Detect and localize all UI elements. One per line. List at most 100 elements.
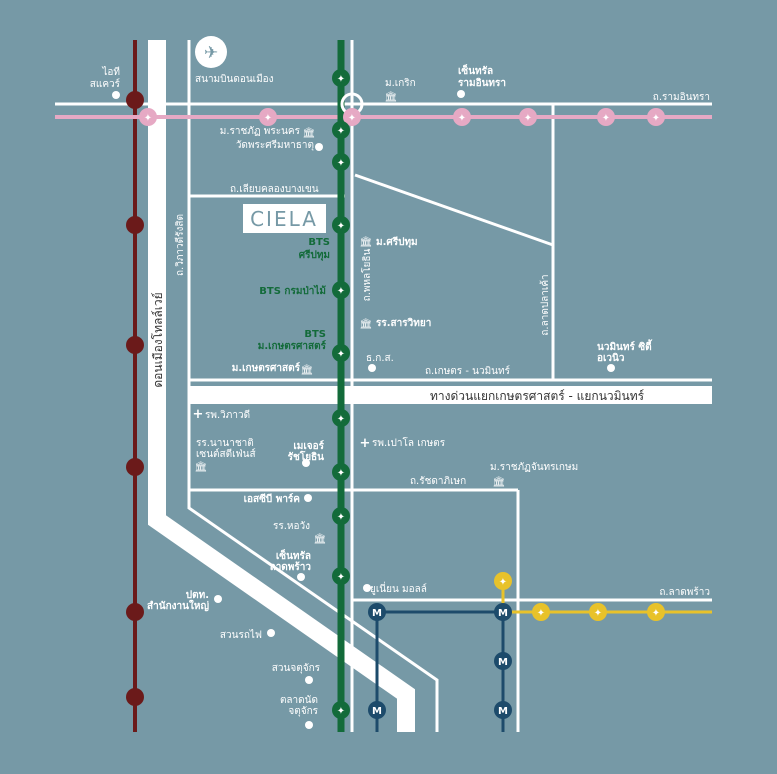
place-dot bbox=[112, 91, 120, 99]
place-dot bbox=[457, 90, 465, 98]
place-dot bbox=[302, 459, 310, 467]
metro-icon: M bbox=[498, 608, 508, 619]
red-line-station bbox=[126, 336, 144, 354]
blue-line-station bbox=[494, 652, 512, 670]
metro-icon: M bbox=[372, 706, 382, 717]
label: สแควร์ bbox=[90, 78, 121, 90]
university-icon: 🏛 bbox=[493, 476, 506, 488]
metro-icon: M bbox=[498, 706, 508, 717]
train-icon: ✦ bbox=[652, 113, 660, 124]
train-icon: ✦ bbox=[337, 512, 345, 523]
green-line-station bbox=[332, 463, 350, 481]
pink-line-station bbox=[259, 108, 277, 126]
label: วัดพระศรีมหาธาตุ bbox=[236, 139, 314, 151]
green-line-station bbox=[332, 344, 350, 362]
metro-icon: M bbox=[372, 608, 382, 619]
red-line-station bbox=[126, 91, 144, 109]
train-icon: ✦ bbox=[594, 608, 602, 619]
road-vibhavadi bbox=[187, 40, 439, 732]
university-icon: 🏛 bbox=[195, 461, 208, 473]
pink-line-station bbox=[139, 108, 157, 126]
train-icon: ✦ bbox=[264, 113, 272, 124]
label: รพ.เปาโล เกษตร bbox=[372, 436, 446, 449]
red-line-station bbox=[126, 458, 144, 476]
expressway-label: ทางด่วนแยกเกษตรศาสตร์ - แยกนวมินทร์ bbox=[430, 389, 645, 403]
place-dot bbox=[214, 595, 222, 603]
label: เซ็นทรัล bbox=[458, 63, 493, 77]
label: ถ.เลียบคลองบางเขน bbox=[230, 183, 319, 195]
pink-line-station bbox=[647, 108, 665, 126]
label: BTS bbox=[308, 237, 330, 248]
place-dot bbox=[368, 364, 376, 372]
red-line-station bbox=[126, 216, 144, 234]
label: ม.ราชภัฏ พระนคร bbox=[220, 126, 301, 137]
yellow-line-station bbox=[494, 572, 512, 590]
train-icon: ✦ bbox=[652, 608, 660, 619]
tollway bbox=[148, 40, 415, 732]
roads bbox=[55, 40, 712, 732]
label: รร.หอวัง bbox=[273, 521, 310, 532]
pink-line-station bbox=[519, 108, 537, 126]
train-icon: ✦ bbox=[337, 286, 345, 297]
pink-line-station bbox=[343, 108, 361, 126]
place-dot bbox=[305, 721, 313, 729]
label: เอสซีบี พาร์ค bbox=[244, 493, 301, 505]
label: จตุจักร bbox=[288, 706, 318, 717]
university-icon: 🏛 bbox=[303, 127, 316, 139]
label: รร.นานาชาติ bbox=[196, 438, 254, 449]
blue-line-station bbox=[494, 701, 512, 719]
label: ยูเนี่ยน มอลล์ bbox=[370, 581, 427, 595]
blue-line bbox=[375, 610, 505, 732]
label: เซนต์สตีเฟ่นส์ bbox=[196, 448, 256, 460]
green-line-station bbox=[332, 567, 350, 585]
label: ถ.ลาดพร้าว bbox=[659, 586, 710, 598]
green-line-station bbox=[332, 281, 350, 299]
road-diagonal bbox=[354, 173, 554, 247]
label: อเวนิว bbox=[597, 352, 625, 364]
label: ม.ศรีปทุม bbox=[376, 236, 418, 248]
university-icon: 🏛 bbox=[360, 236, 373, 248]
place-markers: 🏛🏛🏛🏛🏛🏛🏛🏛++ bbox=[112, 90, 615, 729]
label: รพ.วิภาวดี bbox=[205, 409, 250, 421]
label: ถ.พหลโยธิน bbox=[360, 248, 373, 301]
place-dot bbox=[297, 573, 305, 581]
place-dot bbox=[315, 143, 323, 151]
train-icon: ✦ bbox=[337, 572, 345, 583]
airport-icon bbox=[195, 36, 227, 68]
university-icon: 🏛 bbox=[301, 364, 314, 376]
labels: ไอที สแควร์ สนามบินดอนเมือง ม.เกริก เซ็น… bbox=[90, 63, 710, 717]
university-icon: 🏛 bbox=[314, 533, 327, 545]
yellow-line-station bbox=[647, 603, 665, 621]
train-icon: ✦ bbox=[337, 706, 345, 717]
yellow-line-station bbox=[532, 603, 550, 621]
hospital-icon: + bbox=[193, 407, 204, 422]
green-line-station bbox=[332, 121, 350, 139]
place-dot bbox=[267, 629, 275, 637]
ciela-logo bbox=[243, 204, 326, 233]
label: เมเจอร์ bbox=[293, 440, 324, 452]
red-line-station bbox=[126, 688, 144, 706]
train-icon: ✦ bbox=[348, 113, 356, 124]
label: ดอนเมืองโทลล์เวย์ bbox=[151, 292, 165, 387]
train-icon: ✦ bbox=[337, 221, 345, 232]
label: BTS bbox=[304, 329, 326, 340]
label: สนามบินดอนเมือง bbox=[195, 73, 274, 85]
green-line-station bbox=[332, 701, 350, 719]
place-dot bbox=[607, 364, 615, 372]
train-icon: ✦ bbox=[144, 113, 152, 124]
train-icon: ✦ bbox=[337, 468, 345, 479]
pink-line-station bbox=[453, 108, 471, 126]
train-icon: ✦ bbox=[337, 74, 345, 85]
train-icon: ✦ bbox=[337, 158, 345, 169]
train-icon: ✦ bbox=[458, 113, 466, 124]
label: ศรีปทุม bbox=[299, 249, 330, 261]
place-dot bbox=[305, 676, 313, 684]
label: ม.เกษตรศาสตร์ bbox=[232, 362, 301, 374]
label: ธ.ก.ส. bbox=[366, 353, 394, 364]
label: สำนักงานใหญ่ bbox=[147, 599, 209, 612]
red-line-station bbox=[126, 603, 144, 621]
green-line-station bbox=[332, 507, 350, 525]
label: สวนรถไฟ bbox=[220, 629, 262, 641]
